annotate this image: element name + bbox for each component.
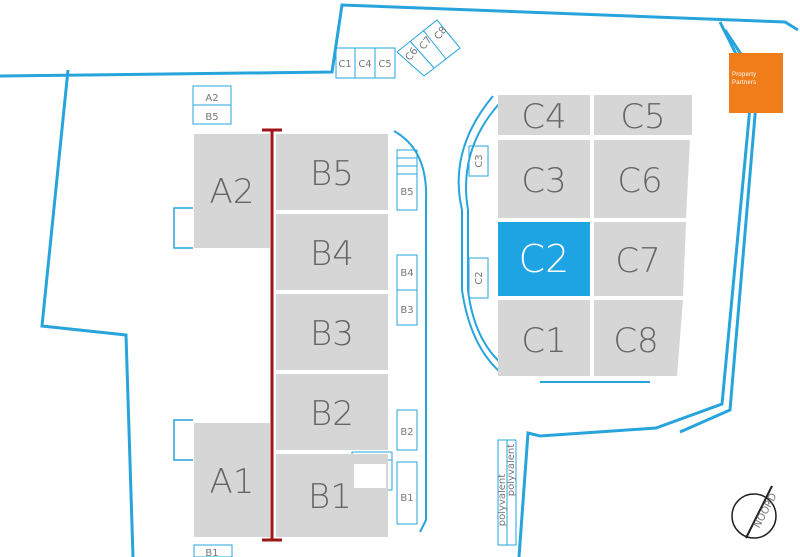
small-label-c5-top: C5 (378, 59, 391, 70)
unit-c4[interactable] (498, 95, 590, 135)
small-labels: A2 B5 C1 C4 C5 C6 C7 C8 B5 B4 B3 B2 B1 C… (205, 25, 485, 557)
compass-icon: NOORD (731, 485, 780, 539)
units-a (194, 134, 270, 537)
small-label-c4-top: C4 (358, 59, 371, 70)
unit-c2[interactable] (498, 222, 590, 296)
label-a1: A1 (210, 462, 255, 502)
unit-b4[interactable] (276, 214, 388, 290)
label-c2: C2 (519, 237, 570, 281)
small-label-a2: A2 (205, 93, 218, 104)
unit-labels: A2 A1 B5 B4 B3 B2 B1 C4 C5 C3 C6 C2 C7 C… (210, 97, 666, 517)
unit-c6[interactable] (594, 140, 690, 218)
label-b5: B5 (310, 154, 354, 194)
small-label-c3: C3 (474, 154, 485, 167)
unit-c7[interactable] (594, 222, 686, 296)
small-boxes (192, 19, 517, 557)
polyvalent-label-right: polyvalent (506, 444, 517, 496)
label-b2: B2 (310, 394, 354, 434)
small-label-c1-top: C1 (338, 59, 351, 70)
small-label-c8-diag: C8 (433, 25, 450, 42)
label-c8: C8 (613, 321, 658, 361)
unit-c3[interactable] (498, 140, 590, 218)
label-c3: C3 (521, 161, 566, 201)
unit-a2[interactable] (194, 134, 270, 248)
units-b (276, 134, 388, 537)
unit-c5[interactable] (594, 95, 692, 135)
label-c7: C7 (615, 241, 660, 281)
property-partners-logo: Property Partners (729, 53, 783, 113)
unit-b2[interactable] (276, 374, 388, 450)
small-label-b4: B4 (400, 268, 413, 279)
logo-line-2: Partners (732, 80, 757, 86)
small-label-c2: C2 (474, 271, 485, 284)
unit-b5[interactable] (276, 134, 388, 210)
small-label-b1: B1 (400, 493, 413, 504)
unit-a1[interactable] (194, 423, 270, 537)
unit-b1[interactable] (276, 454, 388, 537)
polyvalent-labels: polyvalent polyvalent (497, 444, 517, 526)
polyvalent-label-left: polyvalent (497, 474, 508, 526)
small-label-b2: B2 (400, 427, 413, 438)
small-label-c7-diag: C7 (418, 35, 435, 52)
small-label-b1-bottom: B1 (205, 548, 218, 557)
a-wall-bumps (173, 207, 193, 461)
label-c5: C5 (620, 97, 665, 137)
b-zone-wall (393, 130, 428, 533)
unit-c1[interactable] (498, 300, 590, 376)
logo-line-1: Property (732, 72, 757, 78)
c-zone-wall (457, 95, 650, 383)
small-label-b5: B5 (400, 187, 413, 198)
small-label-b5-top: B5 (205, 112, 218, 123)
label-c1: C1 (521, 321, 566, 361)
small-label-b3: B3 (400, 305, 413, 316)
label-b3: B3 (310, 314, 354, 354)
corridor-line (262, 128, 282, 542)
label-c6: C6 (617, 161, 662, 201)
label-b1: B1 (308, 477, 352, 517)
label-c4: C4 (521, 97, 566, 137)
unit-b3[interactable] (276, 294, 388, 370)
unit-c8[interactable] (594, 300, 683, 376)
label-a2: A2 (210, 172, 255, 212)
label-b4: B4 (310, 234, 354, 274)
units-c (498, 95, 692, 376)
